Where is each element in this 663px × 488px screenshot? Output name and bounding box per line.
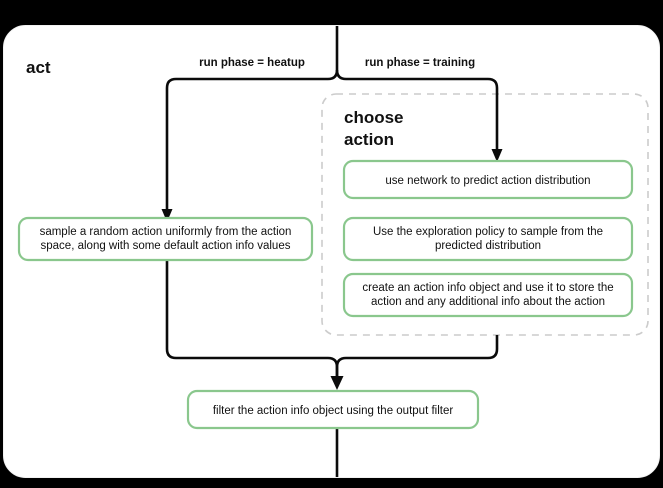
node-exploration-policy-sample-line2: predicted distribution — [435, 240, 541, 252]
edge-label-training: run phase = training — [365, 57, 475, 69]
edge-choose-action-to-filter — [335, 335, 499, 378]
node-exploration-policy-sample[interactable]: Use the exploration policy to sample fro… — [342, 216, 634, 262]
cluster-title-choose-action-line2: action — [344, 130, 394, 149]
edge-heatup-to-sample — [165, 69, 339, 212]
cluster-title-choose-action-line1: choose — [344, 108, 404, 127]
cluster-choose-action — [321, 93, 649, 336]
node-use-network-predict-box[interactable] — [342, 159, 634, 200]
cluster-title-act: act — [26, 58, 51, 77]
node-filter-action-info-box[interactable] — [186, 389, 480, 430]
node-exploration-policy-sample-box[interactable] — [342, 216, 634, 262]
node-filter-action-info-line1: filter the action info object using the … — [213, 405, 454, 417]
arrowhead-merge-to-filter — [330, 376, 344, 390]
node-exploration-policy-sample-line1: Use the exploration policy to sample fro… — [373, 226, 603, 238]
node-create-action-info-line1: create an action info object and use it … — [362, 282, 613, 294]
arrowhead-heatup-to-sample — [161, 209, 173, 222]
edge-training-to-use-network — [335, 69, 499, 152]
edge-label-heatup: run phase = heatup — [199, 57, 305, 69]
node-create-action-info-box[interactable] — [342, 272, 634, 318]
node-sample-random-action-line2: space, along with some default action in… — [41, 240, 291, 252]
node-sample-random-action-line1: sample a random action uniformly from th… — [40, 226, 292, 238]
arrowhead-training-to-use-network — [491, 149, 503, 162]
node-sample-random-action-box[interactable] — [17, 216, 314, 262]
node-sample-random-action[interactable]: sample a random action uniformly from th… — [17, 216, 314, 262]
node-create-action-info-line2: action and any additional info about the… — [371, 296, 605, 308]
node-use-network-predict[interactable]: use network to predict action distributi… — [342, 159, 634, 200]
node-filter-action-info[interactable]: filter the action info object using the … — [186, 389, 480, 430]
node-create-action-info[interactable]: create an action info object and use it … — [342, 272, 634, 318]
node-use-network-predict-line1: use network to predict action distributi… — [385, 175, 590, 187]
